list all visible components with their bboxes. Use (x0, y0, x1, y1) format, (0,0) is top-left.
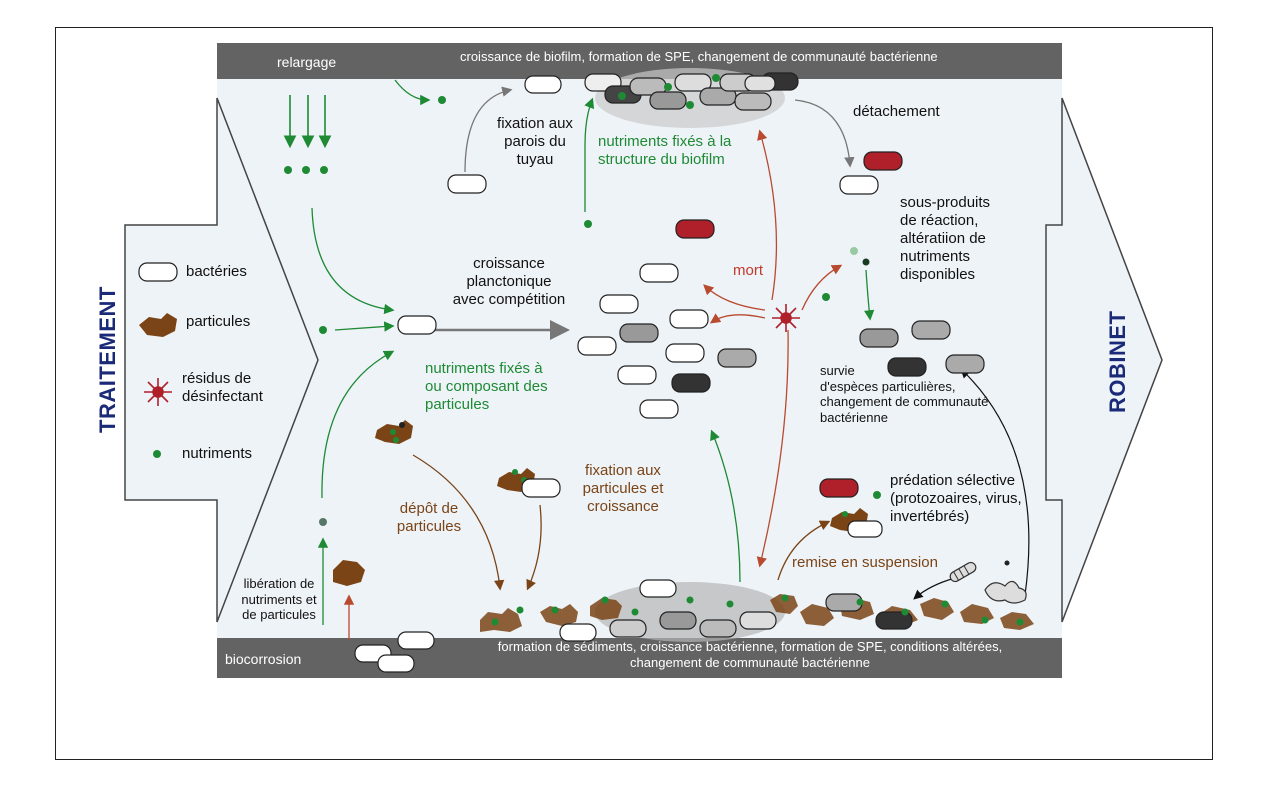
top-biofilm-cluster (524, 68, 799, 128)
bottom-sediment (480, 579, 1034, 642)
inflow-arrows (283, 95, 332, 149)
nutriments-particules-label: nutriments fixés à ou composant des part… (425, 360, 548, 413)
robinet-arrow (1045, 97, 1163, 623)
traitement-arrow (124, 97, 319, 623)
survie-label: survie d'espèces particulières, changeme… (820, 363, 989, 425)
fixation-particules-label: fixation aux particules et croissance (582, 462, 664, 515)
relargage-label: relargage (277, 54, 337, 70)
planktonic-bacteria (397, 151, 985, 498)
legend-icons (138, 262, 178, 458)
robinet-title: ROBINET (1105, 310, 1130, 414)
nutriments-biofilm-label: nutriments fixés à la structure du biofi… (598, 133, 732, 168)
predator-organisms (949, 560, 1027, 604)
detachement-label: détachement (853, 103, 940, 120)
scattered-nutrients (319, 96, 881, 526)
disinfectant-arrows (343, 129, 843, 640)
legend-bacteries-label: bactéries (186, 263, 247, 280)
legend-nutriments-label: nutriments (182, 445, 253, 462)
top-band-label: croissance de biofilm, formation de SPE,… (460, 49, 938, 64)
bottom-band-label: formation de sédiments, croissance bacté… (497, 639, 1003, 670)
sous-produits-label: sous-produits de réaction, altératiion d… (900, 194, 991, 283)
mort-label: mort (733, 262, 763, 279)
predation-label: prédation sélective (protozoaires, virus… (890, 472, 1022, 525)
green-arrows (311, 79, 875, 625)
disinfectant-residue-icon (772, 304, 800, 332)
legend-particules-label: particules (186, 313, 251, 330)
biocorrosion-label: biocorrosion (225, 651, 302, 667)
legend-residus-label: résidus de désinfectant (182, 370, 263, 405)
water-particles (333, 420, 883, 586)
liberation-label: libération de nutriments et de particule… (241, 576, 317, 623)
biocorrosion-bacteria (354, 631, 435, 673)
croissance-planctonique-label: croissance planctonique avec compétition (452, 255, 566, 308)
remise-label: remise en suspension (792, 554, 938, 571)
gray-arrows (432, 86, 855, 340)
fixation-parois-label: fixation aux parois du tuyau (497, 115, 573, 168)
brown-arrows (412, 454, 831, 591)
traitement-title: TRAITEMENT (95, 286, 120, 433)
inflow-nutrients (284, 166, 328, 174)
depot-label: dépôt de particules (396, 500, 462, 535)
